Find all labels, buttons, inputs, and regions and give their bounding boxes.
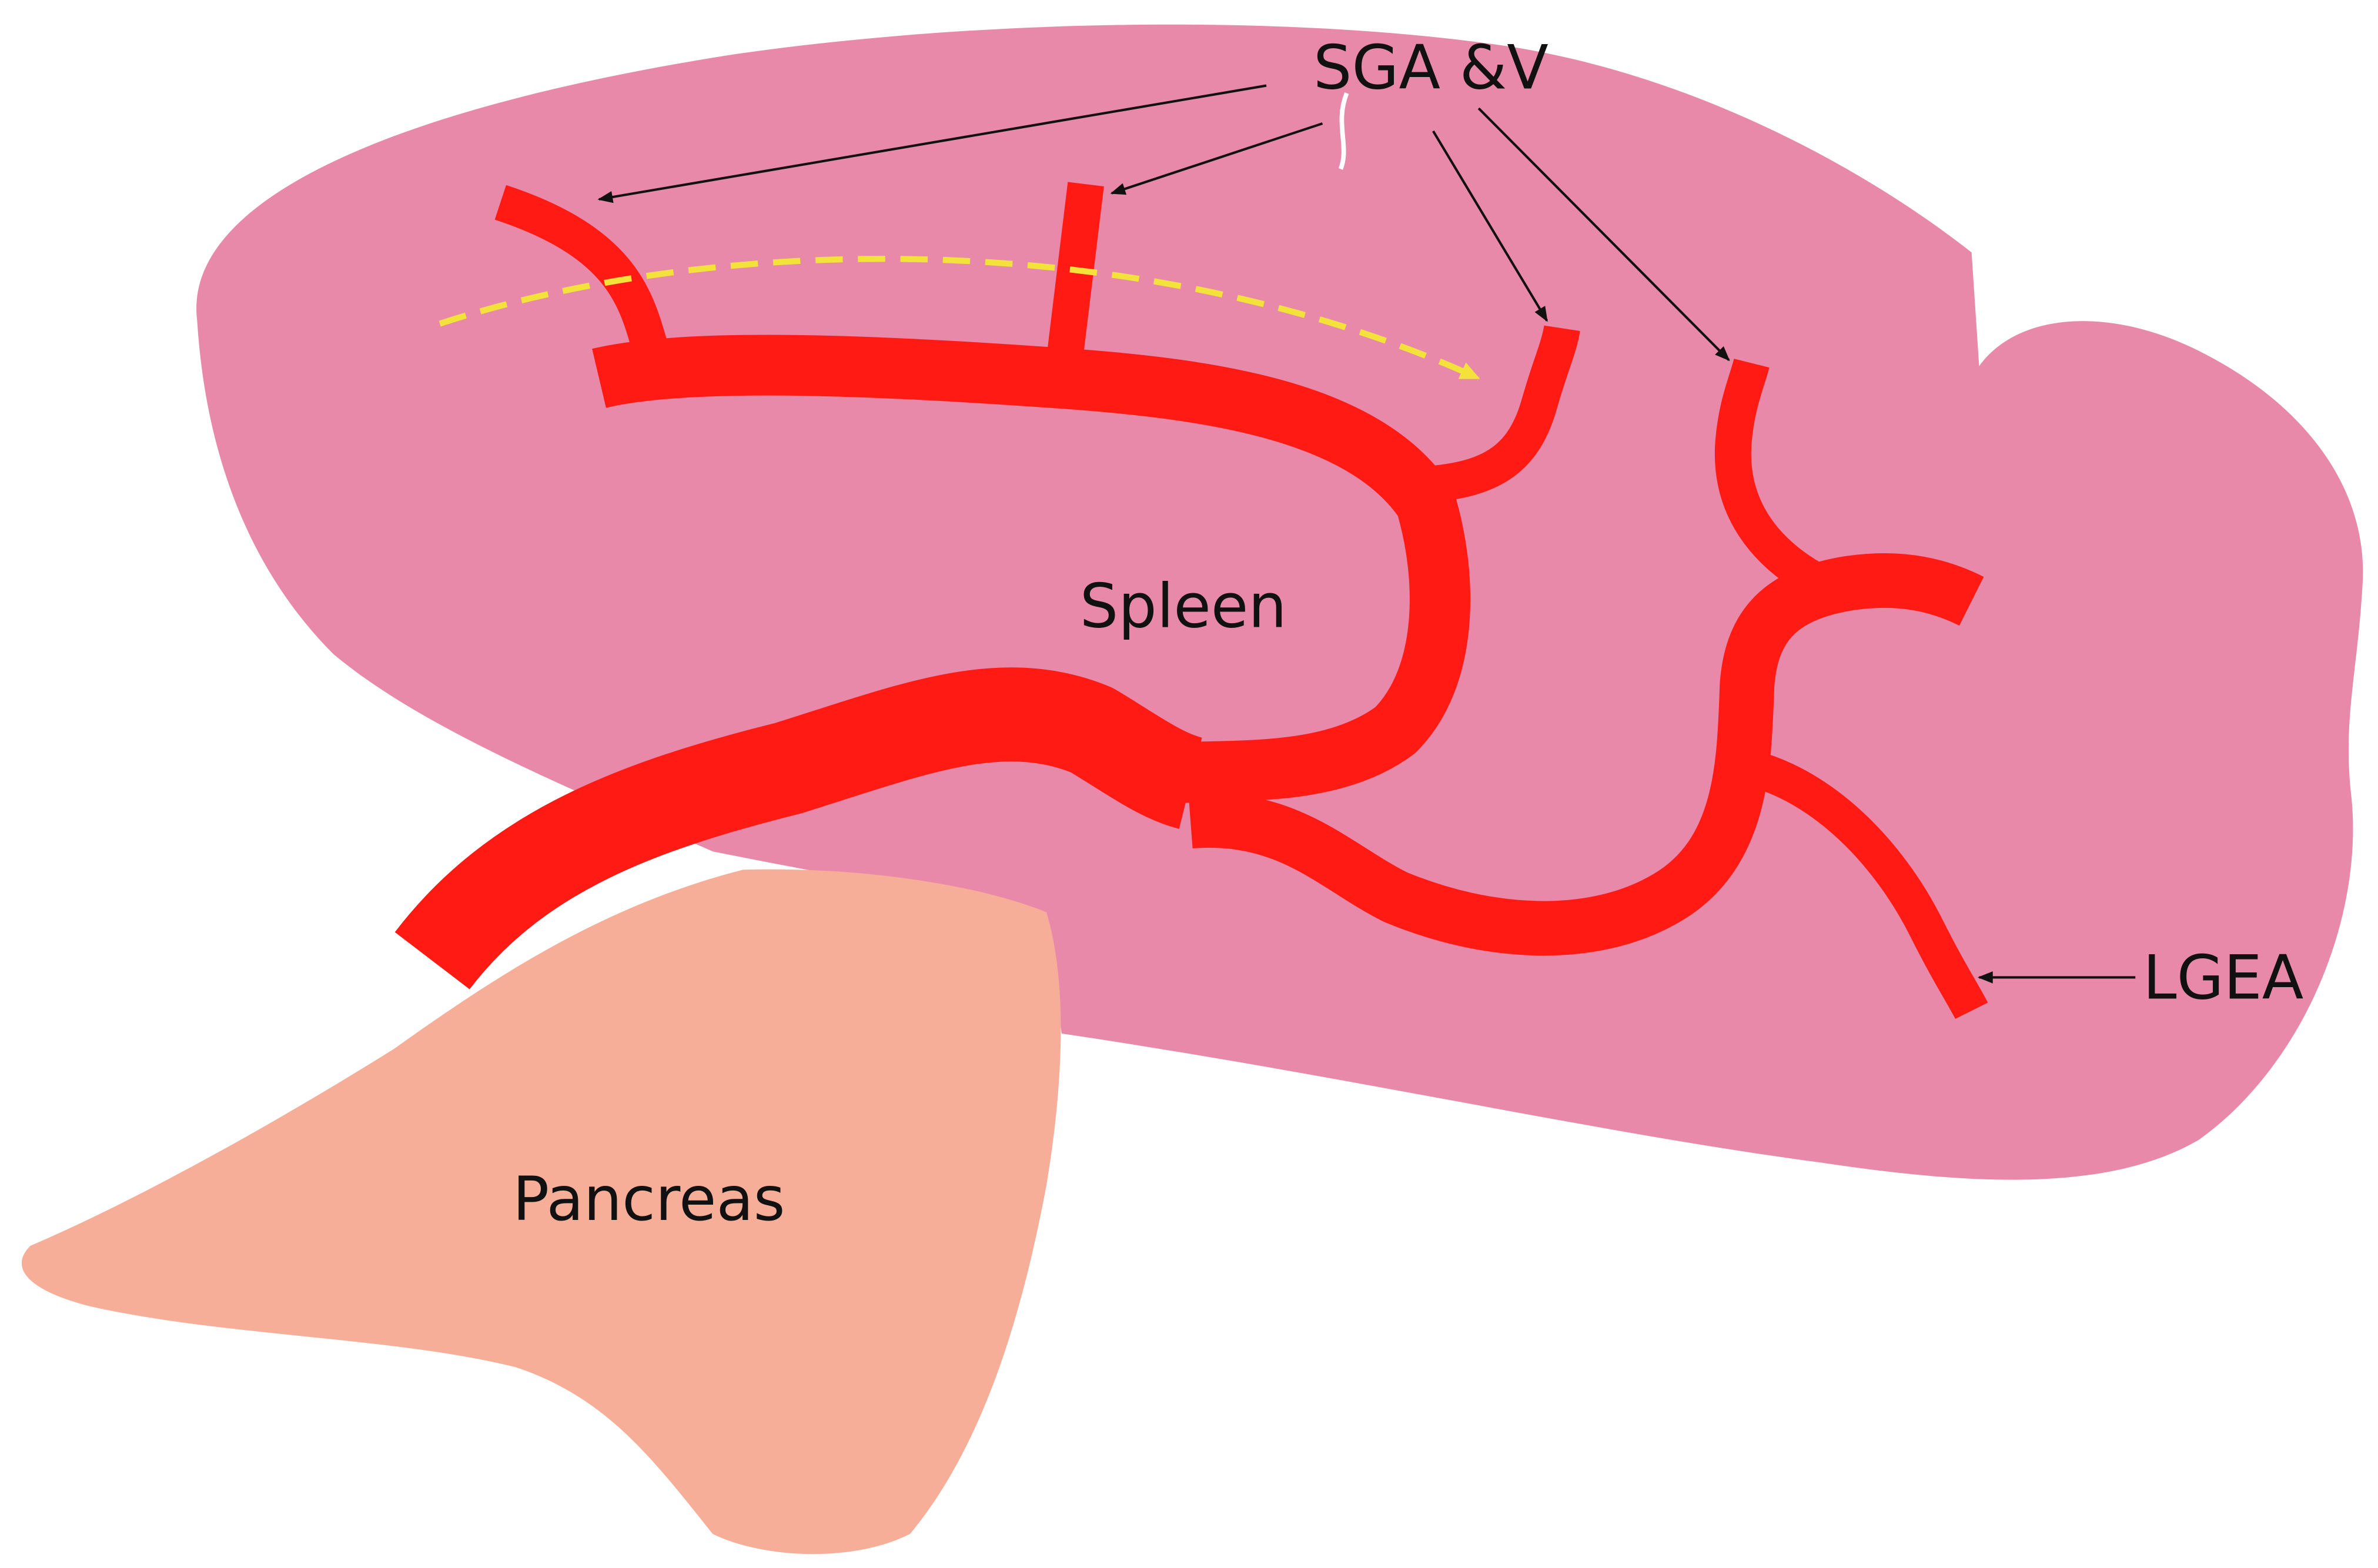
label-spleen: Spleen bbox=[1080, 571, 1287, 641]
spleen-notch-top bbox=[1338, 92, 1349, 170]
splenic-artery-main bbox=[394, 667, 1203, 990]
lgea-vessel bbox=[1746, 750, 1988, 1019]
sga-branch-4 bbox=[1714, 358, 1843, 607]
vessels bbox=[394, 182, 1988, 1019]
sga-branch-1 bbox=[494, 185, 670, 360]
pointer-sga-1 bbox=[597, 84, 1267, 203]
label-sga: SGA &V bbox=[1313, 33, 1548, 103]
upper-branch bbox=[592, 335, 1471, 803]
pancreas-shape bbox=[21, 869, 1061, 1554]
pointer-sga-3 bbox=[1432, 130, 1548, 322]
label-lgea: LGEA bbox=[2143, 943, 2303, 1014]
label-pancreas: Pancreas bbox=[513, 1164, 785, 1235]
flow-direction-arrow bbox=[439, 256, 1480, 382]
pointer-sga-4 bbox=[1477, 107, 1730, 362]
spleen-shape bbox=[196, 24, 2363, 1180]
pointer-sga-2 bbox=[1110, 122, 1323, 195]
pointer-lines bbox=[597, 84, 2136, 984]
lower-branch bbox=[1188, 553, 1984, 956]
sga-branch-3 bbox=[1424, 325, 1580, 503]
